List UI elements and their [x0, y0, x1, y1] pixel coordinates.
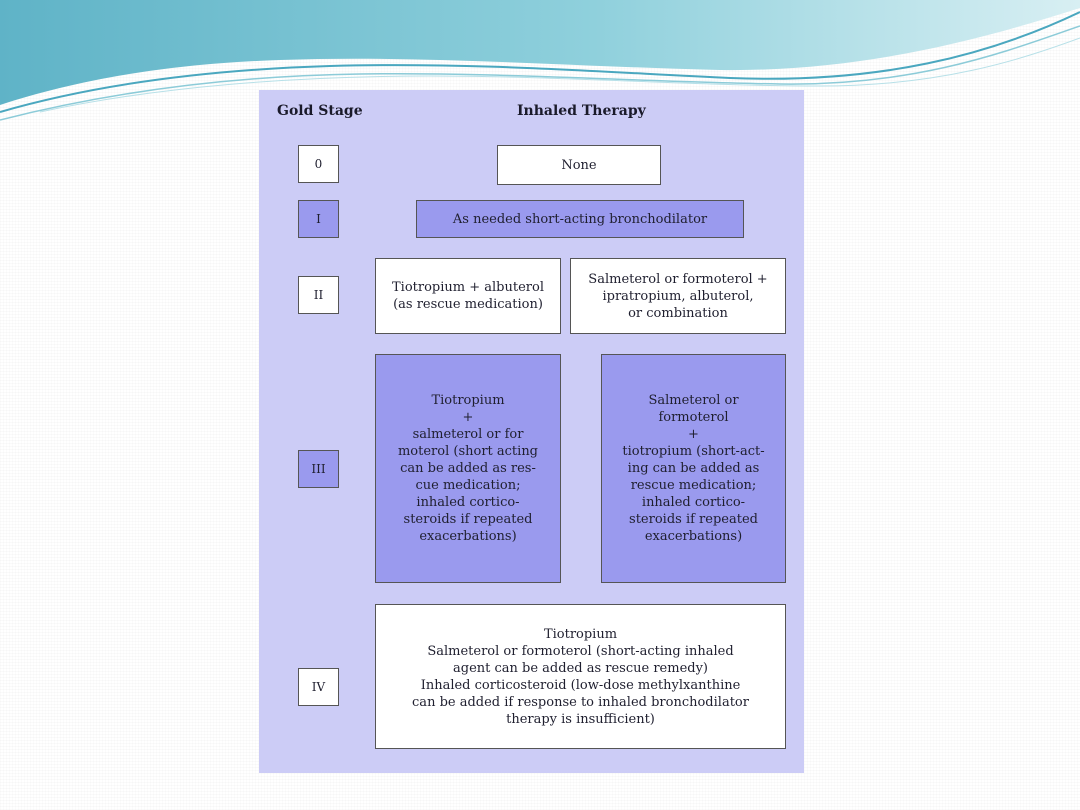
therapy-line: tiotropium (short-act-	[622, 444, 765, 459]
therapy-line: cue medication;	[415, 478, 521, 493]
therapy-line: Tiotropium + albuterol	[392, 280, 544, 295]
therapy-line: Inhaled corticosteroid (low-dose methylx…	[420, 677, 741, 693]
stage-box-2: II	[298, 276, 339, 314]
therapy-line: can be added as res-	[400, 461, 536, 476]
stage-box-3: III	[298, 450, 339, 488]
therapy-line: can be added if response to inhaled bron…	[412, 694, 749, 710]
therapy-line: exacerbations)	[419, 529, 517, 544]
therapy-line: or combination	[628, 305, 728, 321]
therapy-line: inhaled cortico-	[641, 495, 746, 510]
therapy-stage-1: As needed short-acting bronchodilator	[416, 200, 744, 238]
therapy-line: ing can be added as	[627, 461, 760, 476]
therapy-line: Tiotropium	[431, 393, 505, 408]
therapy-stage-4: Tiotropium Salmeterol or formoterol (sho…	[375, 604, 786, 749]
therapy-line: agent can be added as rescue remedy)	[453, 660, 708, 676]
therapy-line: Salmeterol or	[648, 393, 739, 408]
therapy-line: inhaled cortico-	[416, 495, 520, 510]
header-wave-decoration	[0, 0, 1080, 121]
stage-box-1: I	[298, 200, 339, 238]
therapy-line: Salmeterol or formoterol (short-acting i…	[427, 643, 734, 659]
therapy-line: +	[462, 410, 474, 425]
therapy-line: salmeterol or for	[412, 427, 524, 442]
therapy-line: (as rescue medication)	[393, 297, 543, 312]
therapy-line: ipratropium, albuterol,	[602, 288, 754, 304]
therapy-line: exacerbations)	[644, 529, 743, 544]
therapy-stage-2-option-b: Salmeterol or formoterol + ipratropium, …	[570, 258, 786, 334]
therapy-line: +	[688, 427, 699, 442]
therapy-stage-0: None	[497, 145, 661, 185]
therapy-line: Salmeterol or formoterol +	[588, 271, 768, 287]
therapy-line: moterol (short acting	[397, 444, 539, 459]
gold-stage-therapy-table: Gold Stage Inhaled Therapy 0 I II III IV…	[259, 90, 804, 773]
therapy-stage-3-option-b: Salmeterol or formoterol + tiotropium (s…	[601, 354, 786, 583]
therapy-line: steroids if repeated	[629, 512, 758, 527]
therapy-stage-3-option-a: Tiotropium + salmeterol or for moterol (…	[375, 354, 561, 583]
therapy-line: rescue medication;	[630, 478, 757, 493]
therapy-line: formoterol	[658, 410, 729, 425]
header-gold-stage: Gold Stage	[277, 103, 363, 119]
therapy-line: Tiotropium	[543, 626, 618, 642]
stage-box-0: 0	[298, 145, 339, 183]
therapy-stage-2-option-a: Tiotropium + albuterol (as rescue medica…	[375, 258, 561, 334]
therapy-line: steroids if repeated	[403, 512, 533, 527]
stage-box-4: IV	[298, 668, 339, 706]
header-inhaled-therapy: Inhaled Therapy	[517, 103, 646, 119]
therapy-line: therapy is insufficient)	[506, 711, 655, 727]
